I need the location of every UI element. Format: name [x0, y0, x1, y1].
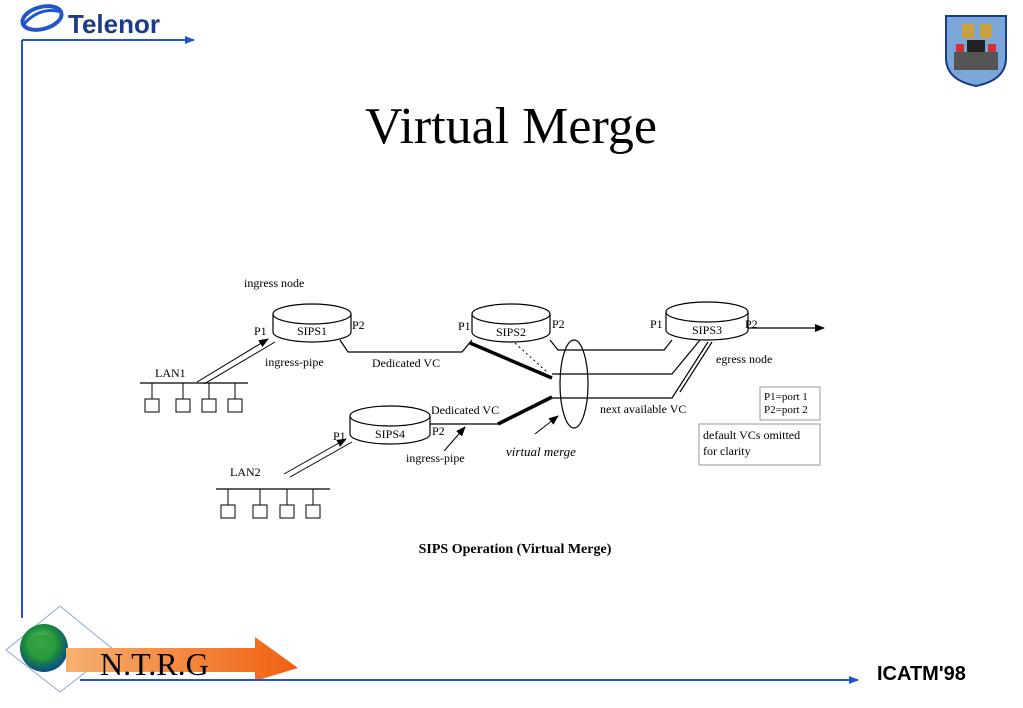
- port-label: P2: [352, 318, 365, 332]
- next-vc-line-2: [552, 341, 709, 399]
- lan1-host: [144, 398, 160, 413]
- note-box: [698, 423, 821, 466]
- page-title: Virtual Merge: [365, 98, 657, 155]
- lan2: LAN2: [216, 465, 330, 519]
- crest-logo: [945, 15, 1007, 88]
- virtual-merge-label: virtual merge: [506, 444, 576, 459]
- ntrg-logo-text: N.T.R.G: [100, 646, 209, 682]
- dedicated-vc-label: Dedicated VC: [372, 356, 440, 370]
- conference-label: ICATM'98: [877, 663, 966, 685]
- lan1-host: [175, 398, 191, 413]
- ingress-pipe-pointer: [443, 426, 466, 452]
- lan1-label: LAN1: [155, 366, 186, 380]
- ingress-pipe-label: ingress-pipe: [265, 355, 324, 369]
- lan1: LAN1: [140, 366, 248, 413]
- sips1-label: SIPS1: [297, 324, 327, 338]
- virtual-merge-ellipse: [559, 339, 589, 429]
- sips2-sips3-line: [549, 339, 673, 351]
- ingress-pipe-arrow-1: [196, 338, 269, 383]
- lan2-host: [279, 504, 295, 519]
- ingress-node-label: ingress node: [244, 276, 304, 290]
- diagram-caption: SIPS Operation (Virtual Merge): [419, 542, 612, 557]
- port-label: P2: [432, 424, 445, 438]
- dedicated-vc-1-line: [339, 339, 473, 353]
- note-line: default VCs omitted: [703, 428, 800, 442]
- lan1-host: [227, 398, 243, 413]
- orange-arrow-icon: [66, 637, 298, 681]
- note-line: for clarity: [703, 444, 751, 458]
- node-sips4: SIPS4: [349, 405, 431, 445]
- telenor-brand-text: Telenor: [68, 9, 160, 39]
- lan2-label: LAN2: [230, 465, 261, 479]
- lan2-host: [220, 504, 236, 519]
- lan2-host: [305, 504, 321, 519]
- node-sips3: SIPS3: [665, 301, 749, 341]
- next-vc-line-3: [679, 341, 713, 393]
- egress-node-label: egress node: [716, 352, 772, 366]
- sips3-label: SIPS3: [692, 323, 722, 337]
- telenor-logo-icon: [20, 4, 64, 32]
- port-label: P1: [458, 319, 471, 333]
- dedicated-vc-label: Dedicated VC: [431, 403, 499, 417]
- sips2-label: SIPS2: [496, 325, 526, 339]
- telenor-logo-swoosh: [22, 9, 63, 26]
- next-vc-line-1: [552, 339, 701, 375]
- port-label: P2: [552, 317, 565, 331]
- vc-merge-thick-2: [497, 395, 553, 426]
- ingress-pipe-label: ingress-pipe: [406, 451, 465, 465]
- next-available-vc-label: next available VC: [600, 402, 686, 416]
- ntrg-logo: N.T.R.G: [5, 605, 298, 693]
- port-legend-box: [759, 386, 821, 421]
- legend-line: P1=port 1: [764, 391, 808, 403]
- virtual-merge-pointer: [534, 415, 559, 435]
- lan1-host: [201, 398, 217, 413]
- port-label: P2: [745, 317, 758, 331]
- legend-line: P2=port 2: [764, 404, 808, 416]
- ingress-pipe-arrow-2: [283, 438, 347, 475]
- telenor-logo: Telenor: [20, 4, 160, 39]
- port-label: P1: [254, 324, 267, 338]
- port-label: P1: [650, 317, 663, 331]
- port-label: P1: [333, 429, 346, 443]
- sips4-label: SIPS4: [375, 427, 405, 441]
- node-sips2: SIPS2: [471, 303, 551, 343]
- vc-merge-thick-1: [469, 341, 553, 380]
- diagram: LAN1 LAN2 SIPS1 SI: [140, 276, 825, 557]
- lan2-host: [252, 504, 268, 519]
- node-sips1: SIPS1: [272, 303, 352, 343]
